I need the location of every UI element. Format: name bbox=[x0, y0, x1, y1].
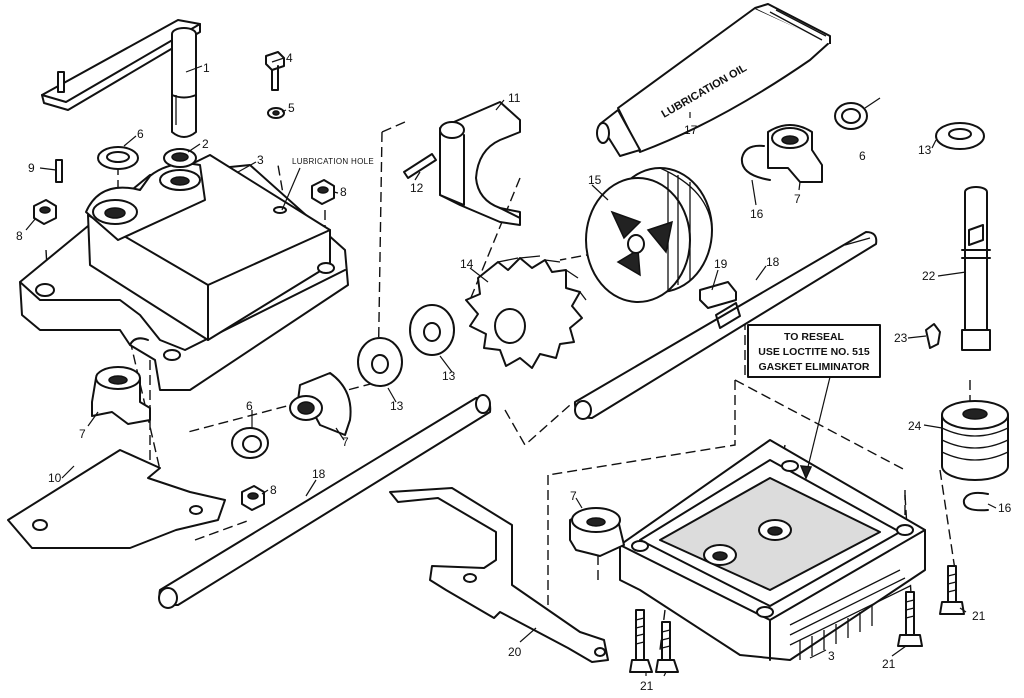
part-bushing-7d bbox=[569, 507, 625, 557]
callout-23: 23 bbox=[894, 331, 908, 345]
part-seal-ring-6a bbox=[97, 146, 139, 170]
part-pulley-24 bbox=[941, 400, 1009, 481]
callout-6b: 6 bbox=[859, 149, 866, 163]
callout-3b: 3 bbox=[828, 649, 835, 663]
part-seal-ring-6b bbox=[834, 97, 881, 130]
callout-6c: 6 bbox=[246, 399, 253, 413]
part-upper-housing bbox=[19, 154, 349, 391]
part-snap-ring-16b bbox=[962, 491, 989, 512]
part-pin-12 bbox=[403, 153, 437, 179]
reseal-note-box: TO RESEAL USE LOCTITE NO. 515 GASKET ELI… bbox=[747, 324, 881, 480]
callout-6a: 6 bbox=[137, 127, 144, 141]
callout-8a: 8 bbox=[16, 229, 23, 243]
callout-17: 17 bbox=[684, 123, 698, 137]
callout-22: 22 bbox=[922, 269, 936, 283]
callout-13c: 13 bbox=[918, 143, 932, 157]
callout-1: 1 bbox=[203, 61, 210, 75]
lubrication-hole-text: LUBRICATION HOLE bbox=[292, 157, 374, 166]
part-bushing-7a bbox=[767, 124, 823, 183]
reseal-note-line-1: TO RESEAL bbox=[784, 331, 844, 343]
part-nut-8a bbox=[33, 199, 57, 225]
callout-7c: 7 bbox=[570, 489, 577, 503]
part-washer-13b bbox=[357, 337, 403, 387]
part-lubrication-oil-tube: LUBRICATION OIL bbox=[596, 3, 831, 157]
reseal-note-line-2: USE LOCTITE NO. 515 bbox=[758, 346, 870, 358]
callout-13a: 13 bbox=[442, 369, 456, 383]
callout-8b: 8 bbox=[340, 185, 347, 199]
part-lever-arm bbox=[41, 19, 201, 138]
callout-2: 2 bbox=[202, 137, 209, 151]
part-bushing-7b bbox=[289, 372, 352, 436]
callout-7b: 7 bbox=[342, 435, 349, 449]
part-shaft-18b bbox=[158, 394, 492, 609]
part-bushing-7c bbox=[91, 366, 151, 425]
reseal-note-line-3: GASKET ELIMINATOR bbox=[758, 361, 869, 373]
callout-16b: 16 bbox=[998, 501, 1012, 515]
callout-numbers: 1 2 3 3 4 5 6 6 6 7 7 7 7 8 8 8 9 10 11 … bbox=[16, 51, 1012, 693]
callout-19: 19 bbox=[714, 257, 728, 271]
callout-9: 9 bbox=[28, 161, 35, 175]
part-nut-8c bbox=[241, 485, 265, 511]
callout-3a: 3 bbox=[257, 153, 264, 167]
part-washer-13c bbox=[935, 122, 985, 150]
callout-leaders bbox=[25, 57, 997, 677]
part-sprocket-gear bbox=[465, 255, 587, 369]
callout-5: 5 bbox=[288, 101, 295, 115]
part-bolt-21b bbox=[897, 591, 923, 647]
part-snap-ring-16a bbox=[740, 144, 771, 181]
part-drive-disc bbox=[585, 167, 713, 303]
callout-13b: 13 bbox=[390, 399, 404, 413]
callout-7a: 7 bbox=[79, 427, 86, 441]
callout-21b: 21 bbox=[882, 657, 896, 671]
callout-16a: 16 bbox=[750, 207, 764, 221]
part-seal-2 bbox=[163, 148, 197, 168]
part-nut-8b bbox=[311, 179, 335, 205]
callout-24: 24 bbox=[908, 419, 922, 433]
part-washer-5 bbox=[267, 107, 285, 119]
part-seal-ring-6c bbox=[231, 427, 269, 459]
part-key-19 bbox=[699, 281, 737, 309]
callout-12: 12 bbox=[410, 181, 424, 195]
callout-18a: 18 bbox=[766, 255, 780, 269]
callout-4: 4 bbox=[286, 51, 293, 65]
callout-7d: 7 bbox=[794, 192, 801, 206]
lubrication-hole-label: LUBRICATION HOLE bbox=[281, 157, 374, 211]
callout-20: 20 bbox=[508, 645, 522, 659]
callout-15: 15 bbox=[588, 173, 602, 187]
callout-18b: 18 bbox=[312, 467, 326, 481]
callout-14: 14 bbox=[460, 257, 474, 271]
callout-10: 10 bbox=[48, 471, 62, 485]
part-shift-fork bbox=[439, 101, 521, 226]
part-shaft-18a bbox=[573, 231, 878, 420]
part-shaft-22 bbox=[961, 186, 991, 351]
part-key-23 bbox=[925, 323, 941, 349]
part-screw-4 bbox=[265, 51, 285, 91]
part-washer-13a bbox=[409, 304, 455, 356]
part-lower-housing bbox=[619, 439, 926, 661]
part-bracket-plate bbox=[7, 449, 226, 549]
callout-8c: 8 bbox=[270, 483, 277, 497]
callout-21a: 21 bbox=[640, 679, 654, 693]
callout-11: 11 bbox=[508, 91, 521, 105]
callout-21c: 21 bbox=[972, 609, 986, 623]
part-bolt-21a bbox=[629, 609, 679, 673]
part-pin-9 bbox=[55, 159, 63, 183]
part-bolt-21c bbox=[939, 565, 965, 615]
part-lower-bracket bbox=[389, 487, 609, 663]
